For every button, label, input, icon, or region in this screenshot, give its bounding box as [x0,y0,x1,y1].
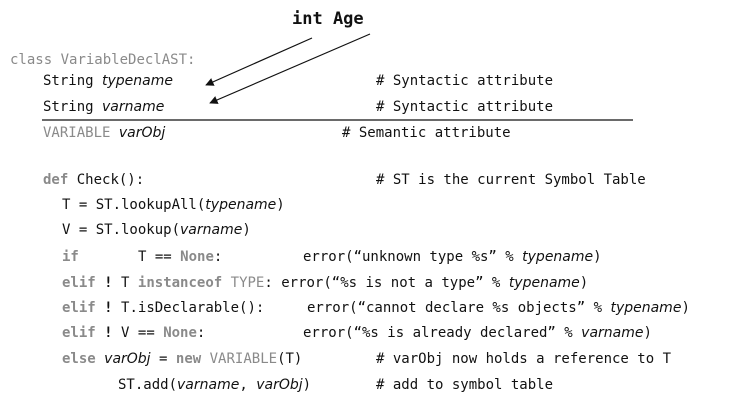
comment-symbol-table: # ST is the current Symbol Table [376,172,646,188]
line-elif-not-declarable: elif ! T.isDeclarable(): [62,300,265,316]
line-else-new-variable: else varObj = new VARIABLE(T) [62,351,303,367]
line-elif-already-declared: elif ! V == None: [62,325,206,341]
comment-add-symbol-table: # add to symbol table [376,377,554,393]
class-keyword: class [10,52,53,68]
if-keyword: if [62,249,79,265]
field-typename-name: typename [102,73,173,89]
arrow-to-typename [205,37,313,86]
line-elif-not-type: elif ! T instanceof TYPE: error(“%s is n… [62,275,589,291]
line-if-condition: T == None: [138,249,223,265]
diagram-title: int Age [292,9,364,29]
error-already-declared: error(“%s is already declared” % varname… [303,325,652,341]
comment-syntactic-1: # Syntactic attribute [376,73,554,89]
comment-semantic: # Semantic attribute [342,125,511,141]
comment-syntactic-2: # Syntactic attribute [376,99,554,115]
field-varobj-name: varObj [118,125,166,141]
class-name: VariableDeclAST: [60,52,196,68]
method-declaration: def Check(): [43,172,145,188]
field-varname: String varname [43,99,165,115]
field-typename: String typename [43,73,173,89]
line-if-unknown-type: if [62,248,79,266]
comment-varobj-reference: # varObj now holds a reference to T [376,351,672,367]
error-cannot-declare: error(“cannot declare %s objects” % type… [307,300,690,316]
class-declaration: class VariableDeclAST: [10,51,195,69]
arrow-to-varname [209,33,371,104]
field-varobj: VARIABLE varObj [43,125,166,141]
def-keyword: def [43,172,69,188]
line-lookup: V = ST.lookup(varname) [62,222,251,238]
error-unknown-type: error(“unknown type %s” % typename) [303,249,602,265]
field-varname-name: varname [102,99,165,115]
line-st-add: ST.add(varname, varObj) [118,377,312,393]
line-lookupall: T = ST.lookupAll(typename) [62,197,285,213]
